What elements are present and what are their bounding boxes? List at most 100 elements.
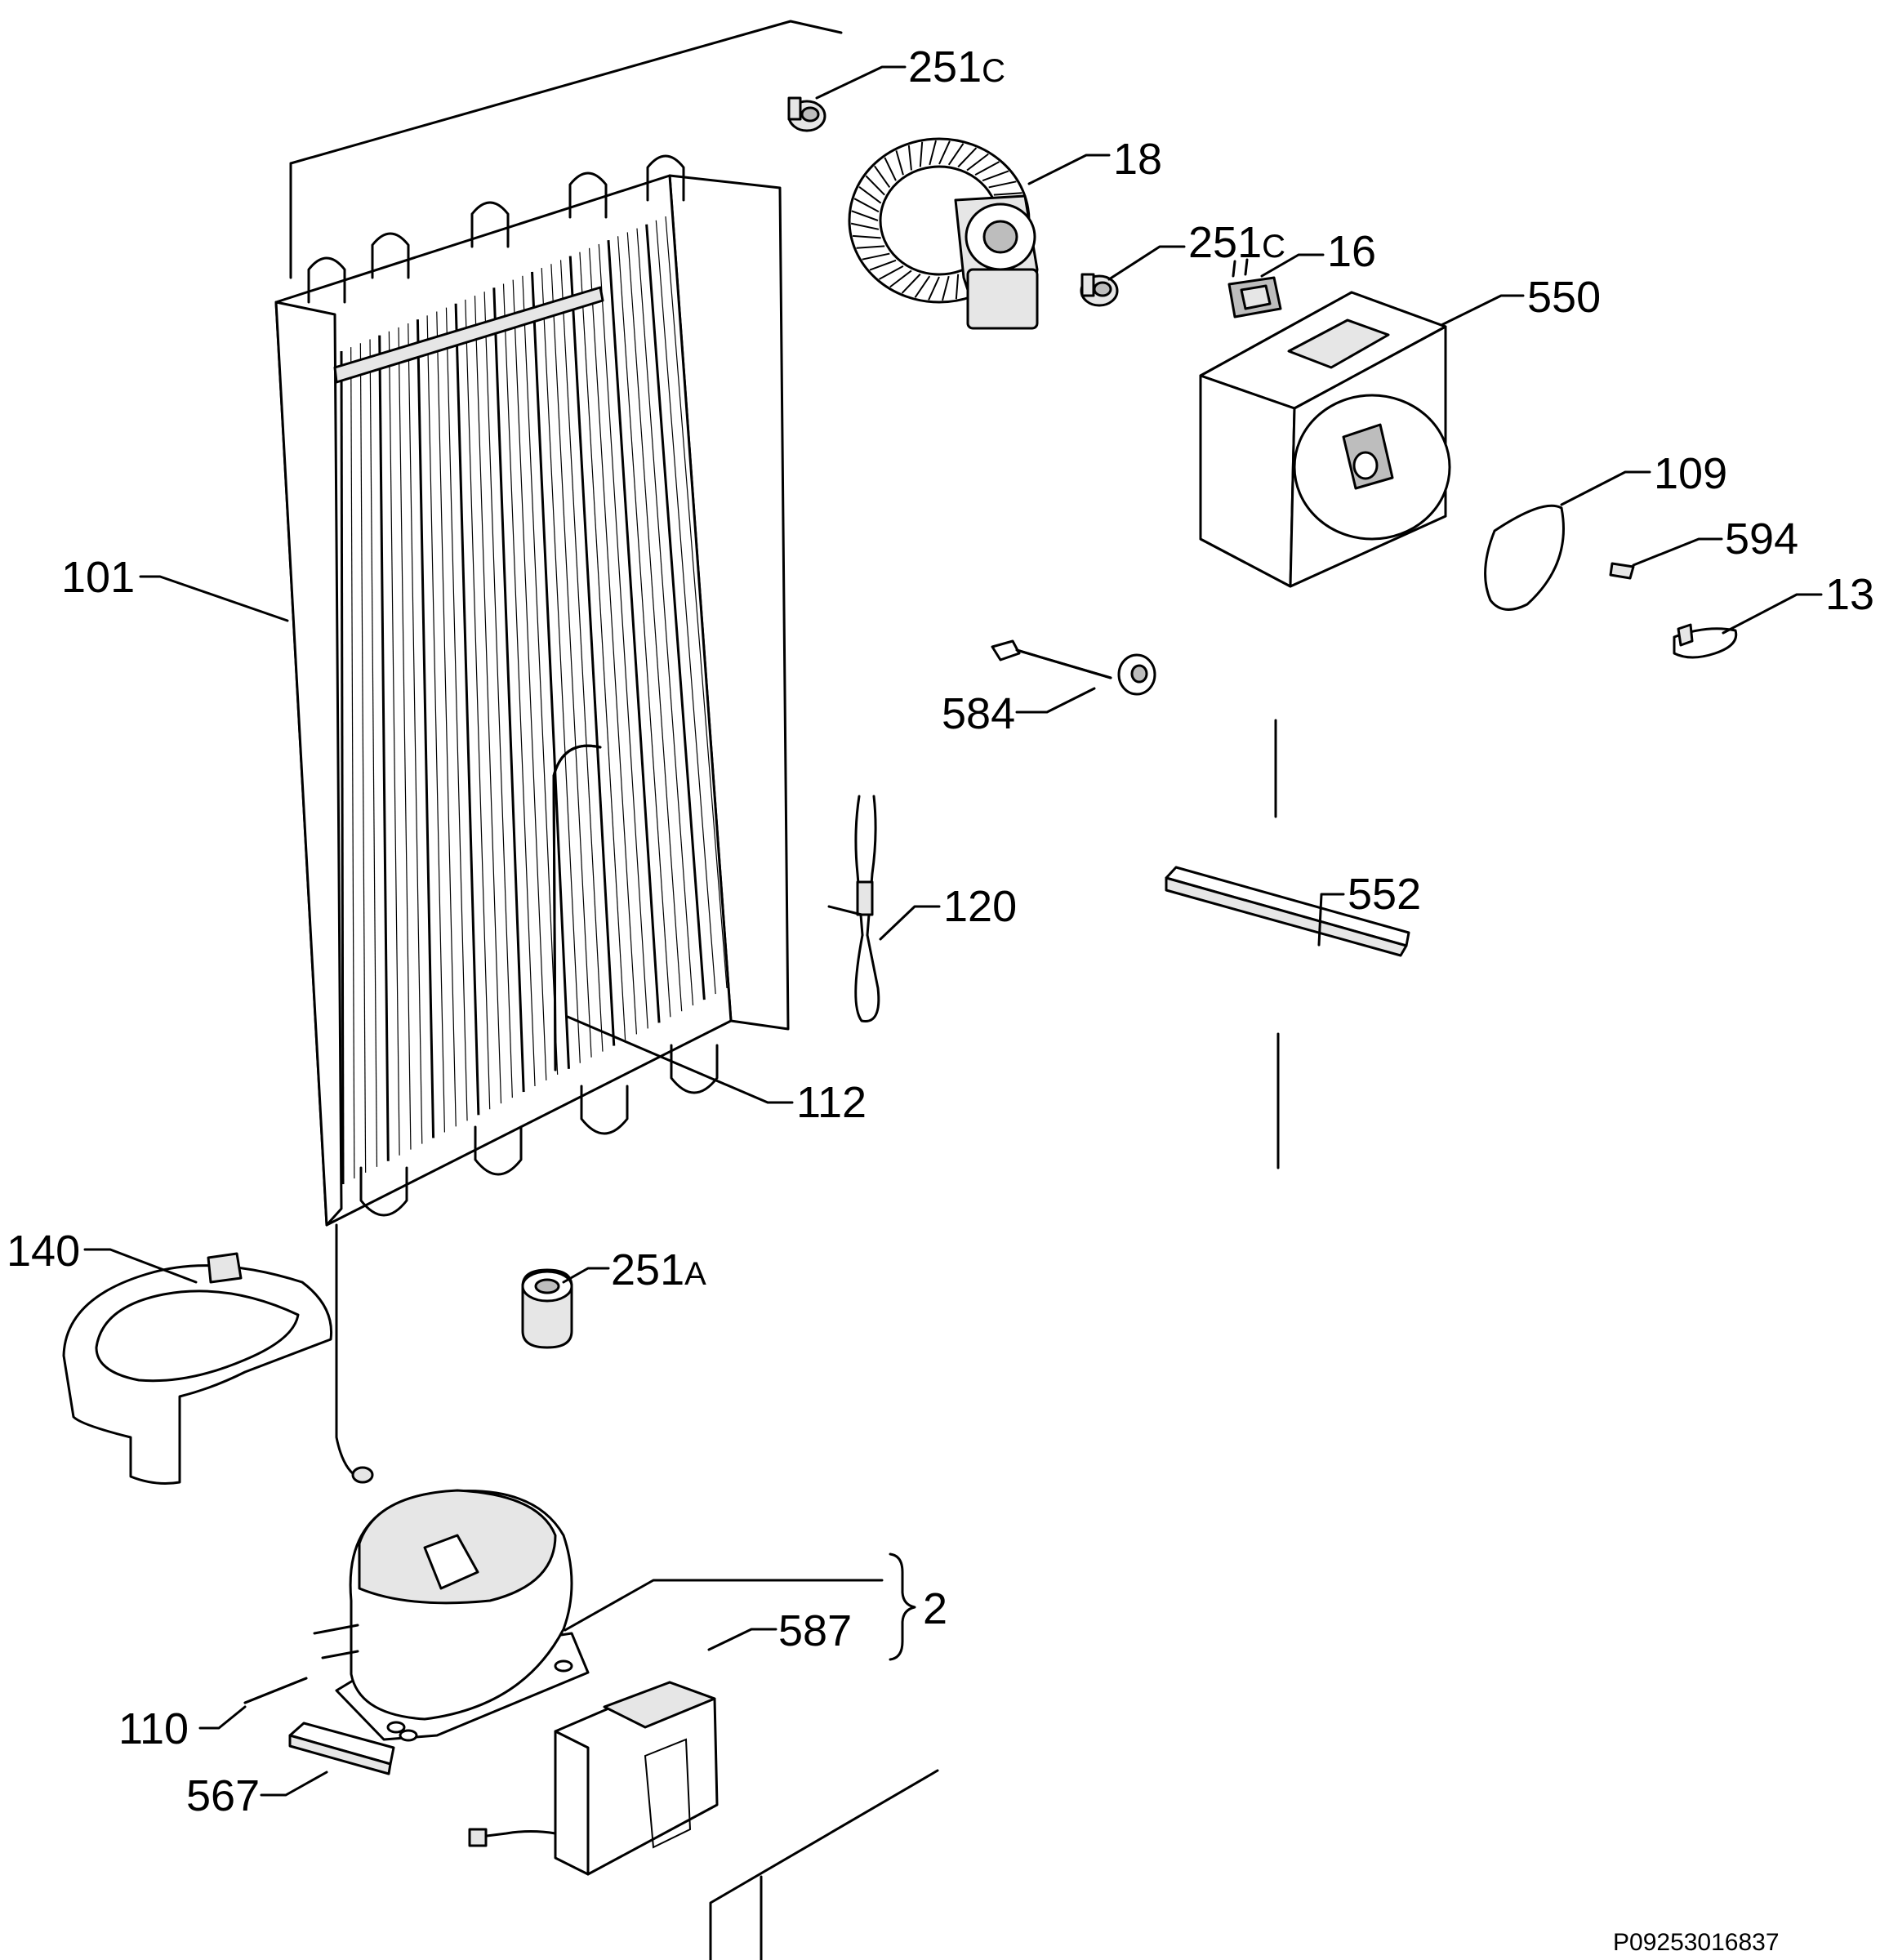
fan-blade	[879, 265, 904, 280]
label-109: 109	[1654, 449, 1727, 498]
fin-line	[492, 287, 525, 1093]
coil-bend	[646, 154, 685, 202]
fin-line	[598, 243, 648, 1029]
electronic-unit-587	[468, 1681, 719, 1876]
label-13: 13	[1825, 570, 1874, 619]
lamp-cover-109	[1484, 504, 1565, 611]
cabinet-outline	[289, 20, 939, 1960]
label-550: 550	[1527, 273, 1601, 322]
fan-blade	[851, 210, 879, 221]
fan-blade	[942, 275, 950, 301]
fan-blade	[907, 145, 912, 171]
label-110: 110	[118, 1704, 189, 1753]
compressor-2	[313, 1489, 590, 1742]
fan-blade	[974, 161, 1000, 176]
fin-line	[398, 327, 412, 1150]
condenser-coils	[307, 154, 719, 1217]
condenser-fins	[340, 216, 728, 1185]
coil-bend	[359, 1166, 408, 1217]
label-251c-mid: 251C	[1188, 218, 1285, 267]
fan-blade	[947, 143, 965, 166]
bar-552	[1165, 719, 1410, 1169]
fin-line	[483, 292, 513, 1098]
fin-line	[359, 343, 367, 1173]
switch-16	[1227, 258, 1282, 318]
fan-blade	[862, 252, 890, 261]
fin-line	[522, 275, 559, 1075]
label-18: 18	[1113, 135, 1162, 184]
fan-blade	[957, 147, 978, 168]
label-2: 2	[923, 1584, 947, 1633]
fin-line	[579, 252, 626, 1040]
coil-bend	[307, 256, 346, 304]
fin-line	[436, 311, 457, 1127]
label-587: 587	[778, 1606, 852, 1655]
label-567: 567	[186, 1771, 260, 1820]
fin-line	[568, 256, 616, 1046]
grommet-251c-mid	[1080, 273, 1119, 307]
label-251a: 251A	[611, 1245, 706, 1294]
part-labels: 251C 18 251C 16 550 109 594 13 101 584 1…	[7, 42, 1874, 1956]
heater-120	[827, 795, 880, 1022]
fin-line	[445, 307, 468, 1121]
fan-blade	[895, 150, 904, 176]
label-16: 16	[1327, 227, 1376, 276]
fin-line	[350, 347, 355, 1178]
coil-bend	[371, 232, 410, 279]
fin-line	[369, 339, 378, 1167]
fan-blade	[884, 157, 897, 181]
fin-line	[588, 247, 638, 1035]
fin-line	[388, 331, 400, 1156]
label-112: 112	[796, 1078, 867, 1127]
fin-line	[550, 264, 592, 1058]
label-552: 552	[1348, 870, 1421, 919]
fin-line	[665, 216, 728, 989]
label-584: 584	[942, 689, 1015, 738]
fan-blade	[919, 141, 924, 167]
fin-line	[636, 228, 694, 1006]
fan-blade	[901, 273, 921, 294]
bulb-594	[1609, 562, 1635, 580]
label-101: 101	[61, 553, 135, 602]
lamp-holder-13	[1673, 623, 1738, 659]
fin-line	[502, 283, 536, 1087]
fan-motor-18	[848, 137, 1039, 330]
fin-line	[607, 240, 661, 1023]
fan-blade	[955, 274, 960, 300]
plate-567	[288, 1722, 395, 1775]
fin-line	[378, 335, 390, 1161]
fin-line	[531, 271, 570, 1069]
label-120: 120	[943, 882, 1017, 931]
condenser-101	[274, 154, 790, 1484]
drip-tray-140	[62, 1252, 333, 1485]
fan-blade	[856, 245, 885, 249]
fin-line	[645, 224, 706, 1000]
fan-blade	[982, 170, 1009, 182]
sensor-584	[991, 639, 1156, 696]
fan-blade	[869, 259, 897, 271]
fin-line	[454, 303, 480, 1116]
tube-110	[243, 1677, 308, 1704]
fin-line	[416, 319, 435, 1138]
fan-blade	[914, 275, 931, 298]
fan-blade	[874, 165, 891, 189]
coil-bend	[470, 201, 510, 248]
fan-blade	[853, 198, 880, 213]
label-140: 140	[7, 1227, 80, 1276]
fin-line	[626, 232, 683, 1012]
label-251c-top: 251C	[908, 42, 1005, 91]
label-594: 594	[1725, 514, 1798, 564]
fin-line	[541, 268, 581, 1063]
fin-line	[655, 220, 716, 995]
coil-bend	[670, 1044, 719, 1094]
fan-blade	[865, 175, 885, 196]
fin-line	[408, 323, 423, 1144]
fin-line	[559, 260, 604, 1052]
fan-blade	[852, 234, 881, 239]
fan-blade	[993, 192, 1022, 196]
fan-blade	[988, 180, 1017, 189]
fin-line	[474, 296, 502, 1104]
fan-blade	[966, 153, 989, 172]
fan-housing-550	[1199, 291, 1451, 588]
